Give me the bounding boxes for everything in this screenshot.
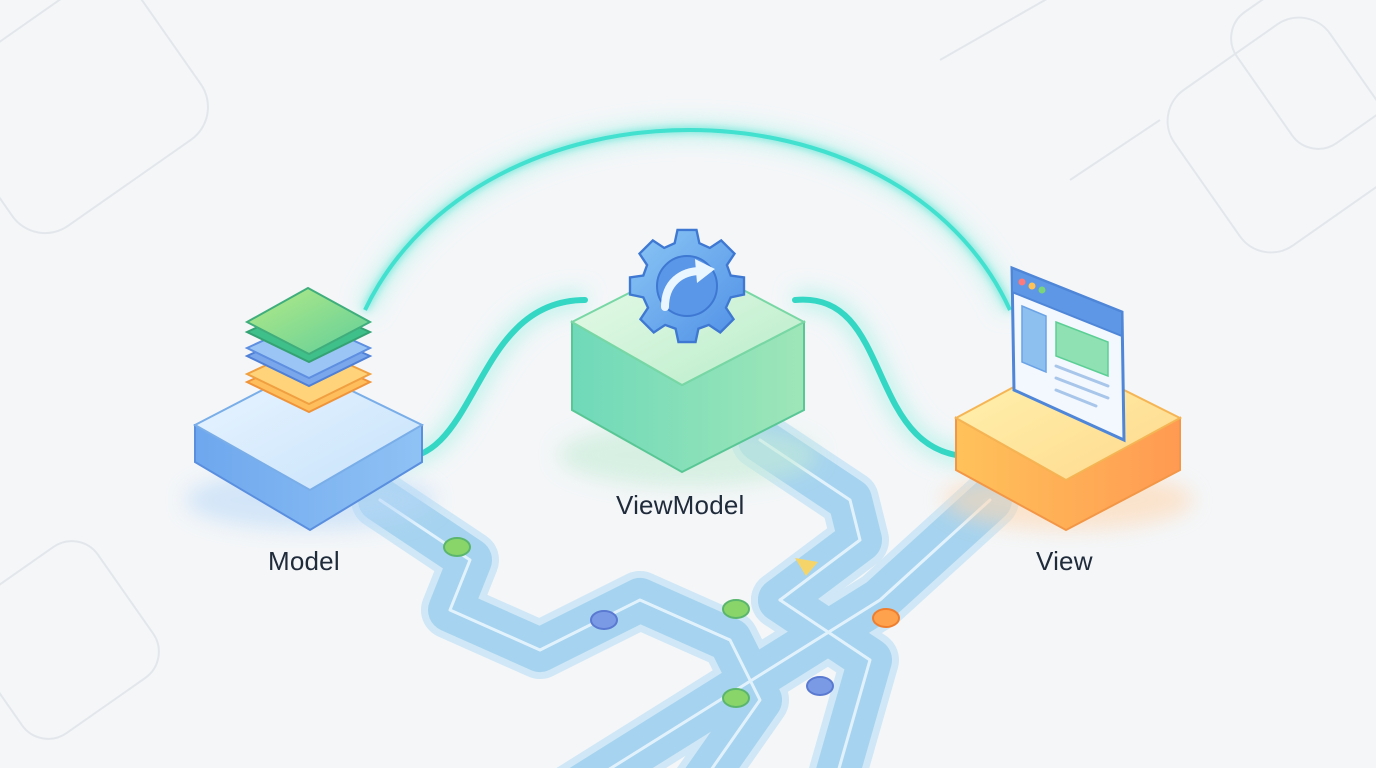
viewmodel-node: [558, 228, 818, 487]
connector-viewmodel-view: [792, 291, 991, 465]
token-blue-1: [590, 610, 618, 630]
gear-refresh-icon: [628, 228, 746, 344]
view-label: View: [1036, 546, 1093, 576]
token-blue-2: [806, 676, 834, 696]
model-node: [185, 286, 435, 532]
token-green-3: [722, 688, 750, 708]
browser-window-icon: [1010, 265, 1126, 443]
data-tokens: [443, 537, 900, 708]
token-orange-1: [872, 608, 900, 628]
layers-stack-icon: [244, 286, 373, 414]
model-label: Model: [268, 546, 340, 576]
token-green-1: [443, 537, 471, 557]
direction-arrow-icon: [795, 558, 818, 576]
data-pipeline: [351, 411, 1019, 768]
view-node: [943, 265, 1193, 532]
binding-arc: [358, 123, 1017, 314]
viewmodel-label: ViewModel: [616, 490, 745, 520]
token-green-2: [722, 599, 750, 619]
background-decoration: [0, 0, 1376, 740]
